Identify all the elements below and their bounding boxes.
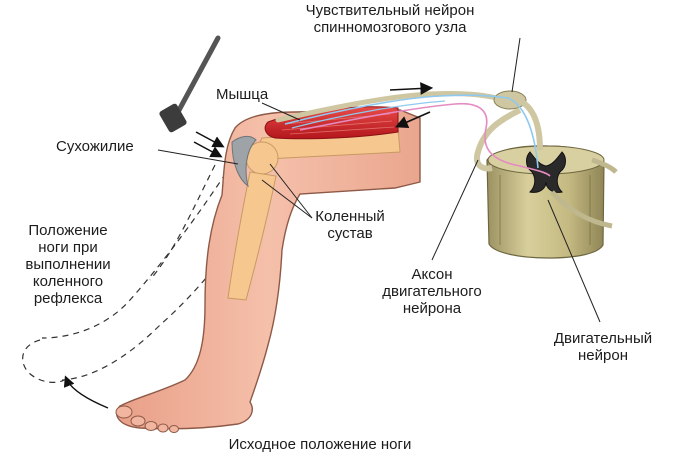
nerve-paths (275, 82, 618, 229)
label-motor-axon-line-2: двигательного (382, 283, 482, 300)
label-motor-neuron-line-2: нейрон (578, 347, 628, 364)
label-motor-axon-line-3: нейрона (402, 300, 462, 317)
strike-arrows (193, 131, 225, 158)
label-reflex-position-line-5: рефлекса (33, 290, 103, 307)
label-tendon-text: Сухожилие (56, 138, 134, 155)
dorsal-ganglion (493, 90, 527, 110)
label-reflex-position-line-3: выполнении (25, 256, 111, 273)
label-motor-neuron-line-1: Двигательный (553, 330, 653, 347)
label-tendon: Сухожилие (56, 138, 134, 155)
label-knee-joint-line-2: сустав (327, 225, 373, 242)
label-initial-position: Исходное положение ноги (200, 436, 440, 453)
reflex-hammer (159, 35, 221, 133)
label-reflex-position-line-2: ноги при (38, 239, 98, 256)
label-initial-position-text: Исходное положение ноги (228, 436, 412, 453)
label-reflex-position-line-1: Положение (28, 222, 108, 239)
label-motor-axon: Аксон двигательного нейрона (382, 266, 482, 317)
label-muscle: Мышца (216, 86, 268, 103)
toes (115, 405, 179, 433)
leg-skin (115, 109, 421, 430)
label-sensory-neuron-line-2: спинномозгового узла (313, 19, 467, 36)
label-knee-joint-line-1: Коленный (315, 208, 385, 225)
label-muscle-text: Мышца (216, 86, 269, 103)
label-sensory-neuron: Чувствительный нейрон спинномозгового уз… (290, 2, 490, 36)
label-reflex-position-line-4: коленного (32, 273, 104, 290)
spinal-cord (486, 145, 605, 259)
label-motor-neuron: Двигательный нейрон (548, 330, 658, 364)
tendon (231, 135, 257, 188)
pointer-lines (157, 37, 601, 323)
tibia (227, 171, 277, 301)
label-reflex-position: Положение ноги при выполнении коленного … (18, 222, 118, 307)
leg (115, 106, 421, 433)
label-knee-joint: Коленный сустав (310, 208, 390, 242)
movement-arrow (63, 375, 109, 409)
label-motor-axon-line-1: Аксон (411, 266, 453, 283)
label-sensory-neuron-line-1: Чувствительный нейрон (305, 2, 475, 19)
